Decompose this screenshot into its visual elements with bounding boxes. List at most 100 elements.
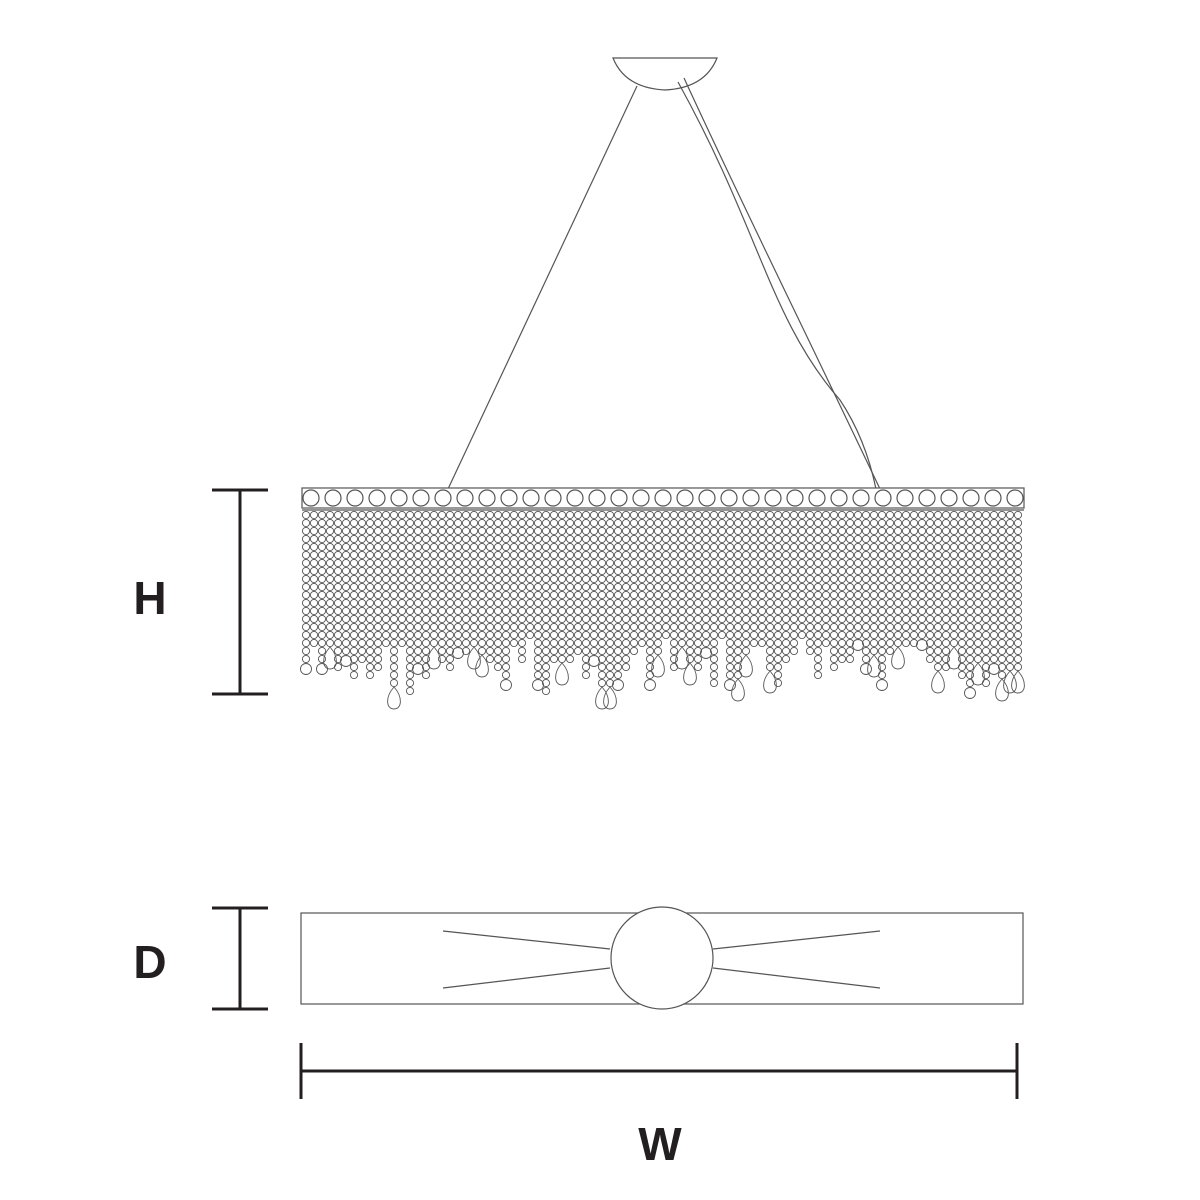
crystal-bead [677, 606, 687, 616]
frame-bead [742, 489, 760, 507]
crystal-bead [413, 638, 423, 648]
crystal-bead [669, 534, 679, 544]
crystal-bead [389, 638, 399, 648]
crystal-bead [405, 598, 415, 608]
crystal-bead [997, 646, 1007, 656]
crystal-bead [1013, 574, 1023, 584]
crystal-bead [589, 518, 599, 528]
crystal-bead [517, 646, 527, 656]
crystal-bead [357, 558, 367, 568]
crystal-bead [421, 638, 431, 648]
crystal-bead [773, 622, 783, 632]
crystal-bead [317, 558, 327, 568]
crystal-bead [837, 630, 847, 640]
crystal-bead [717, 598, 727, 608]
crystal-bead [845, 510, 855, 520]
crystal-bead [453, 534, 463, 544]
crystal-bead [397, 598, 407, 608]
crystal-bead [629, 590, 639, 600]
crystal-bead [453, 550, 463, 560]
crystal-bead [501, 646, 511, 656]
crystal-bead [821, 614, 831, 624]
crystal-bead [741, 622, 751, 632]
crystal-bead [757, 606, 767, 616]
frame-bead [830, 489, 848, 507]
crystal-bead [861, 646, 871, 656]
crystal-bead [613, 662, 623, 672]
crystal-bead [597, 670, 607, 680]
crystal-bead [837, 574, 847, 584]
crystal-bead [365, 646, 375, 656]
crystal-bead [1005, 566, 1015, 576]
crystal-bead [781, 606, 791, 616]
crystal-bead [333, 606, 343, 616]
crystal-bead [917, 566, 927, 576]
crystal-bead [773, 542, 783, 552]
crystal-bead [741, 574, 751, 584]
crystal-bead [757, 582, 767, 592]
crystal-bead [517, 638, 527, 648]
crystal-bead [317, 622, 327, 632]
crystal-bead [725, 662, 735, 672]
crystal-bead [589, 598, 599, 608]
crystal-bead [749, 614, 759, 624]
crystal-bead [325, 526, 335, 536]
crystal-teardrop [467, 646, 481, 670]
crystal-bead [877, 654, 887, 664]
crystal-bead [397, 590, 407, 600]
crystal-bead [509, 542, 519, 552]
crystal-bead [501, 542, 511, 552]
crystal-bead [541, 566, 551, 576]
crystal-bead [557, 614, 567, 624]
crystal-bead [437, 526, 447, 536]
crystal-bead [589, 590, 599, 600]
crystal-bead [653, 558, 663, 568]
crystal-bead [845, 606, 855, 616]
crystal-bead [765, 638, 775, 648]
crystal-bead [629, 630, 639, 640]
crystal-bead [733, 534, 743, 544]
crystal-bead [725, 566, 735, 576]
crystal-bead [933, 638, 943, 648]
crystal-bead [989, 630, 999, 640]
crystal-bead [701, 534, 711, 544]
frame-bead [808, 489, 826, 507]
crystal-bead [525, 566, 535, 576]
crystal-bead [749, 574, 759, 584]
crystal-bead [1013, 526, 1023, 536]
crystal-bead [869, 598, 879, 608]
crystal-bead [301, 574, 311, 584]
crystal-bead [397, 606, 407, 616]
crystal-bead [701, 542, 711, 552]
crystal-bead [965, 670, 975, 680]
crystal-teardrop [675, 646, 689, 670]
crystal-bead [909, 598, 919, 608]
crystal-bead [869, 630, 879, 640]
crystal-bead [1005, 518, 1015, 528]
frame-bead [566, 489, 584, 507]
crystal-bead [733, 670, 743, 680]
crystal-bead [949, 518, 959, 528]
crystal-bead [789, 542, 799, 552]
crystal-bead [781, 526, 791, 536]
crystal-bead [493, 550, 503, 560]
crystal-bead [773, 662, 783, 672]
crystal-bead [965, 574, 975, 584]
crystal-bead [357, 654, 367, 664]
crystal-bead [741, 542, 751, 552]
crystal-bead [525, 630, 535, 640]
crystal-bead [853, 542, 863, 552]
crystal-bead [573, 606, 583, 616]
crystal-bead [461, 590, 471, 600]
crystal-bead [501, 606, 511, 616]
crystal-bead [549, 638, 559, 648]
width-dimension [299, 1043, 1019, 1099]
crystal-bead [1005, 542, 1015, 552]
crystal-bead [541, 542, 551, 552]
crystal-bead [613, 518, 623, 528]
crystal-bead [749, 582, 759, 592]
crystal-bead [589, 574, 599, 584]
crystal-bead [917, 622, 927, 632]
crystal-bead [989, 542, 999, 552]
crystal-bead [965, 614, 975, 624]
